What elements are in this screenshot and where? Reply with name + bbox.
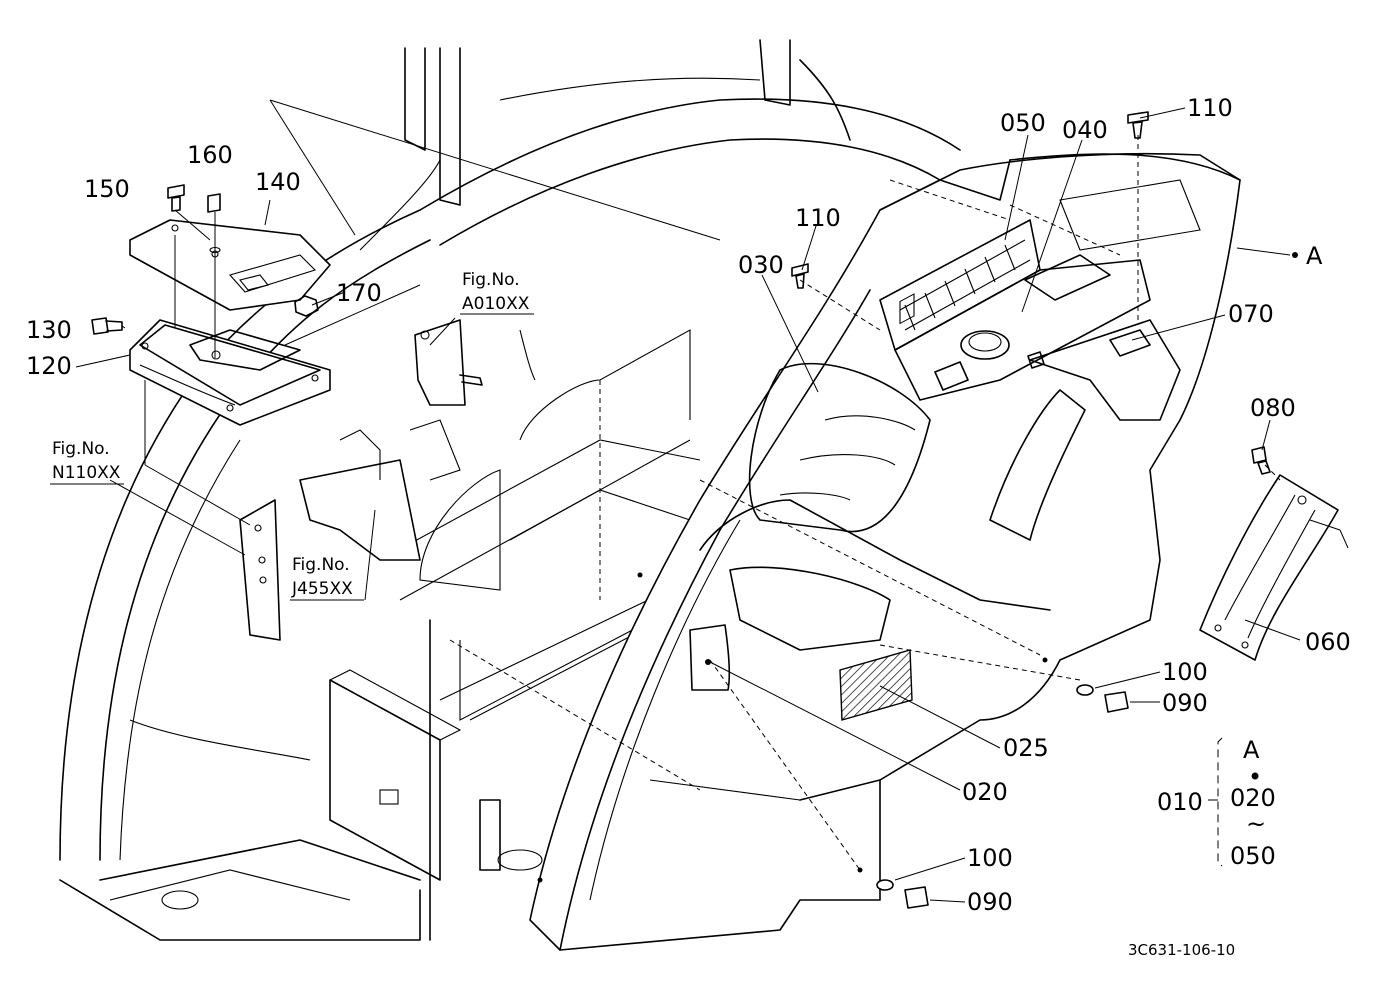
mount-bracket-center	[299, 419, 461, 561]
label-170: 170	[336, 279, 382, 307]
figure-reference-j455: Fig.No. J455XX	[290, 555, 364, 601]
legend-item-a: A	[1243, 736, 1260, 764]
fasteners	[91, 111, 1271, 909]
label-140: 140	[255, 168, 301, 196]
fig-ref-caption: Fig.No.	[292, 555, 350, 575]
fig-ref-j455: J455XX	[291, 579, 353, 599]
fig-ref-a010: A010XX	[462, 294, 530, 314]
label-100-bottom: 100	[967, 844, 1013, 872]
legend-item-020: 020	[1230, 784, 1276, 812]
label-090-bottom: 090	[967, 888, 1013, 916]
view-a-marker-dot	[1292, 252, 1298, 258]
label-100-right: 100	[1162, 658, 1208, 686]
hatched-label-025	[839, 649, 913, 721]
bracket-assembly-120	[129, 319, 331, 426]
label-110-top: 110	[1187, 94, 1233, 122]
legend-item-dot: •	[1248, 763, 1262, 791]
switch-bracket-a010	[414, 319, 483, 406]
leader-lines	[75, 99, 1349, 903]
label-050: 050	[1000, 109, 1046, 137]
part-number-labels: 110 050 040 110 030 070 A 080 060 100 09…	[26, 94, 1351, 916]
label-150: 150	[84, 175, 130, 203]
cover-plate-060	[1199, 474, 1339, 661]
label-120: 120	[26, 352, 72, 380]
legend-item-tilde: ~	[1246, 810, 1266, 838]
figure-reference-n110: Fig.No. N110XX	[50, 439, 124, 485]
fig-ref-n110: N110XX	[52, 463, 121, 483]
figure-reference-a010: Fig.No. A010XX	[460, 270, 534, 315]
label-130: 130	[26, 316, 72, 344]
label-110-mid: 110	[795, 204, 841, 232]
label-160: 160	[187, 141, 233, 169]
assembly-legend: 010 A • 020 ~ 050	[1157, 736, 1276, 870]
label-030: 030	[738, 251, 784, 279]
label-070: 070	[1228, 300, 1274, 328]
dashed-assembly-lines	[449, 135, 1281, 871]
label-060: 060	[1305, 628, 1351, 656]
label-view-a: A	[1306, 242, 1323, 270]
label-080: 080	[1250, 394, 1296, 422]
label-025: 025	[1003, 734, 1049, 762]
cover-plate-140	[129, 219, 331, 311]
fig-ref-caption: Fig.No.	[52, 439, 110, 459]
console-panel-assembly	[529, 152, 1241, 951]
drawing-code: 3C631-106-10	[1128, 941, 1235, 959]
label-040: 040	[1062, 116, 1108, 144]
legend-group-010: 010	[1157, 788, 1203, 816]
fig-ref-caption: Fig.No.	[462, 270, 520, 290]
legend-item-050: 050	[1230, 842, 1276, 870]
mount-bracket-left	[239, 499, 281, 641]
label-090-right: 090	[1162, 689, 1208, 717]
label-020: 020	[962, 778, 1008, 806]
